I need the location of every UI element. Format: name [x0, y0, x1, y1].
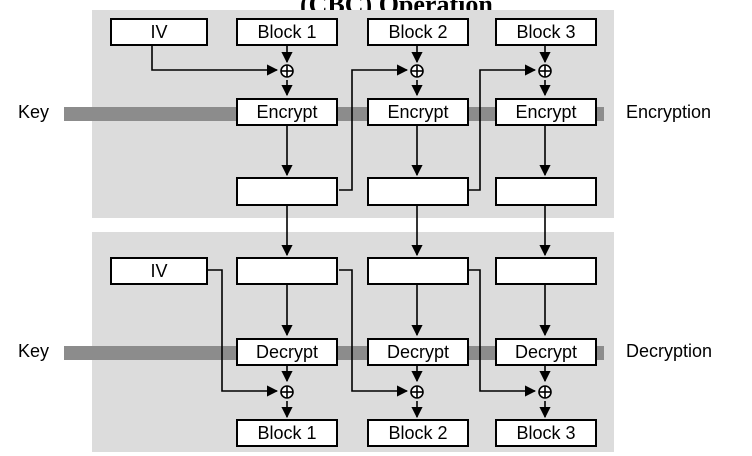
encrypt-box-2: Encrypt [367, 98, 469, 126]
enc-iv-box: IV [110, 18, 208, 46]
enc-input-block-2: Block 2 [367, 18, 469, 46]
decrypt-box-3: Decrypt [495, 338, 597, 366]
encryption-key-label: Key [18, 102, 50, 122]
encryption-label: Encryption [626, 102, 712, 122]
decryption-label: Decryption [626, 341, 713, 361]
dec-output-block-3: Block 3 [495, 419, 597, 447]
enc-input-block-3: Block 3 [495, 18, 597, 46]
xor-icon-dec-3 [538, 385, 552, 399]
ciphertext-box-3 [495, 177, 597, 206]
xor-icon-dec-2 [410, 385, 424, 399]
xor-icon-enc-3 [538, 64, 552, 78]
encrypt-box-1: Encrypt [236, 98, 338, 126]
dec-cipher-box-2 [367, 257, 469, 285]
ciphertext-box-2 [367, 177, 469, 206]
xor-icon-enc-2 [410, 64, 424, 78]
dec-cipher-box-1 [236, 257, 338, 285]
enc-input-block-1: Block 1 [236, 18, 338, 46]
dec-cipher-box-3 [495, 257, 597, 285]
xor-icon-enc-1 [280, 64, 294, 78]
dec-output-block-2: Block 2 [367, 419, 469, 447]
ciphertext-box-1 [236, 177, 338, 206]
xor-icon-dec-1 [280, 385, 294, 399]
decrypt-box-2: Decrypt [367, 338, 469, 366]
dec-output-block-1: Block 1 [236, 419, 338, 447]
encrypt-box-3: Encrypt [495, 98, 597, 126]
decrypt-box-1: Decrypt [236, 338, 338, 366]
dec-iv-box: IV [110, 257, 208, 285]
decryption-key-label: Key [18, 341, 50, 361]
